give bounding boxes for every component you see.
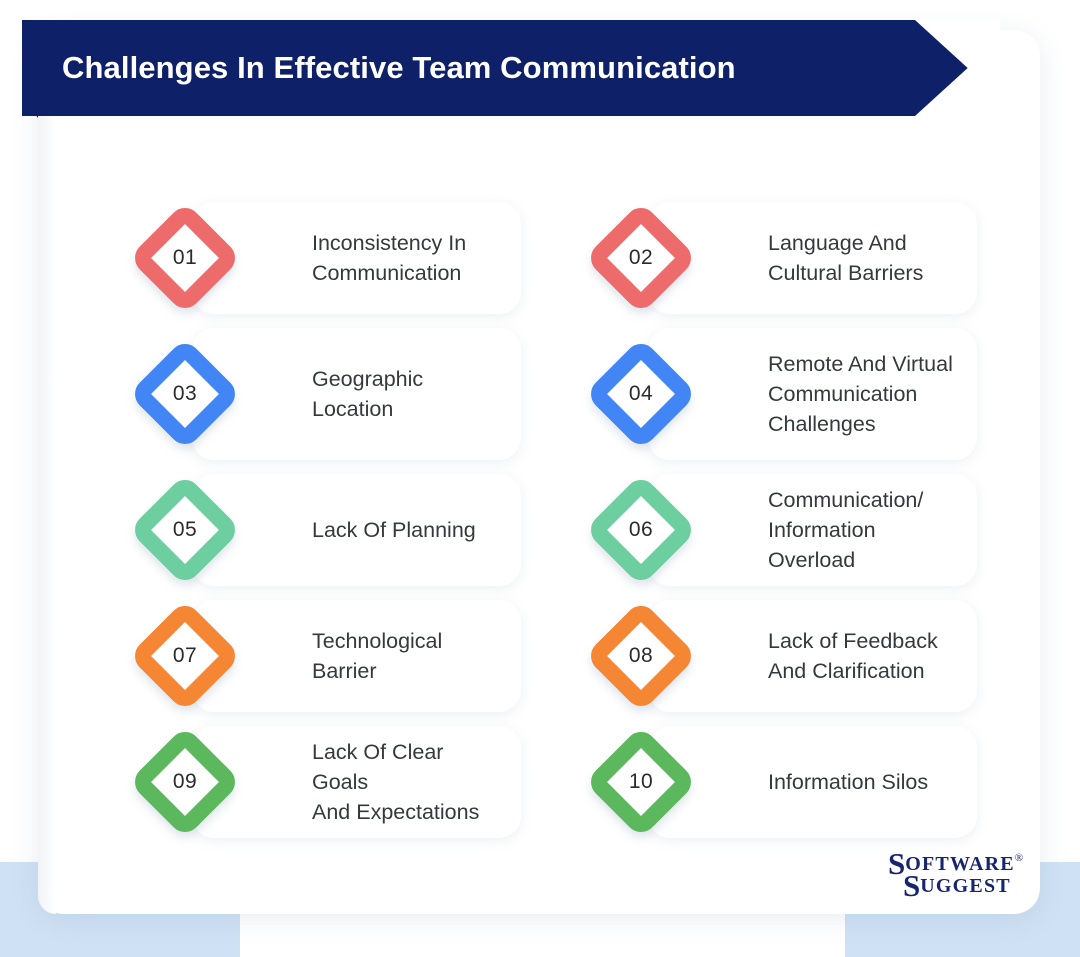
logo-capital-s-1: S <box>888 846 906 881</box>
challenges-grid: Inconsistency In Communication 01 Langua… <box>128 201 977 852</box>
challenge-card[interactable]: Technological Barrier <box>192 600 521 712</box>
page-title: Challenges In Effective Team Communicati… <box>62 50 736 85</box>
challenge-card[interactable]: Remote And Virtual Communication Challen… <box>648 328 977 460</box>
challenge-item-10[interactable]: Information Silos 10 <box>584 725 977 839</box>
grid-row-5: Lack Of Clear Goals And Expectations 09 … <box>128 725 977 839</box>
challenge-item-01[interactable]: Inconsistency In Communication 01 <box>128 201 521 315</box>
grid-row-2: Geographic Location 03 Remote And Virtua… <box>128 328 977 460</box>
challenge-item-07[interactable]: Technological Barrier 07 <box>128 599 521 713</box>
challenge-item-08[interactable]: Lack of Feedback And Clarification 08 <box>584 599 977 713</box>
logo-line-software: SOFTWARE® <box>888 848 1023 879</box>
challenge-label: Lack Of Clear Goals And Expectations <box>312 740 480 824</box>
challenge-card[interactable]: Lack of Feedback And Clarification <box>648 600 977 712</box>
challenge-item-02[interactable]: Language And Cultural Barriers 02 <box>584 201 977 315</box>
header-banner-shape <box>22 20 1000 116</box>
challenge-card[interactable]: Inconsistency In Communication <box>192 202 521 314</box>
challenge-card[interactable]: Information Silos <box>648 726 977 838</box>
challenge-item-05[interactable]: Lack Of Planning 05 <box>128 473 521 587</box>
logo-capital-s-2: S <box>903 868 921 903</box>
challenge-label: Geographic Location <box>312 367 424 421</box>
header-banner: Challenges In Effective Team Communicati… <box>22 20 1000 116</box>
grid-row-4: Technological Barrier 07 Lack of Feedbac… <box>128 599 977 713</box>
logo-line-suggest: SUGGEST <box>903 870 1011 901</box>
challenge-item-09[interactable]: Lack Of Clear Goals And Expectations 09 <box>128 725 521 839</box>
challenge-item-04[interactable]: Remote And Virtual Communication Challen… <box>584 328 977 460</box>
challenge-label: Technological Barrier <box>312 629 443 683</box>
challenge-card[interactable]: Lack Of Planning <box>192 474 521 586</box>
panel-left-gutter <box>38 30 56 914</box>
challenge-item-03[interactable]: Geographic Location 03 <box>128 328 521 460</box>
challenge-label: Lack Of Planning <box>312 518 476 542</box>
challenge-card[interactable]: Lack Of Clear Goals And Expectations <box>192 726 521 838</box>
logo-word-suggest: UGGEST <box>920 875 1011 897</box>
challenge-label: Inconsistency In Communication <box>312 231 467 285</box>
softwaresuggest-logo: SOFTWARE® SUGGEST <box>888 848 1028 904</box>
registered-mark-icon: ® <box>1014 852 1024 864</box>
grid-row-3: Lack Of Planning 05 Communication/ Infor… <box>128 473 977 587</box>
challenge-label: Remote And Virtual Communication Challen… <box>768 352 953 436</box>
challenge-label: Language And Cultural Barriers <box>768 231 924 285</box>
logo-word-software: OFTWARE <box>905 853 1015 875</box>
challenge-card[interactable]: Geographic Location <box>192 328 521 460</box>
challenge-label: Information Silos <box>768 770 929 794</box>
challenge-label: Lack of Feedback And Clarification <box>768 629 938 683</box>
challenge-item-06[interactable]: Communication/ Information Overload 06 <box>584 473 977 587</box>
grid-row-1: Inconsistency In Communication 01 Langua… <box>128 201 977 315</box>
challenge-card[interactable]: Language And Cultural Barriers <box>648 202 977 314</box>
challenge-label: Communication/ Information Overload <box>768 488 924 572</box>
challenge-card[interactable]: Communication/ Information Overload <box>648 474 977 586</box>
